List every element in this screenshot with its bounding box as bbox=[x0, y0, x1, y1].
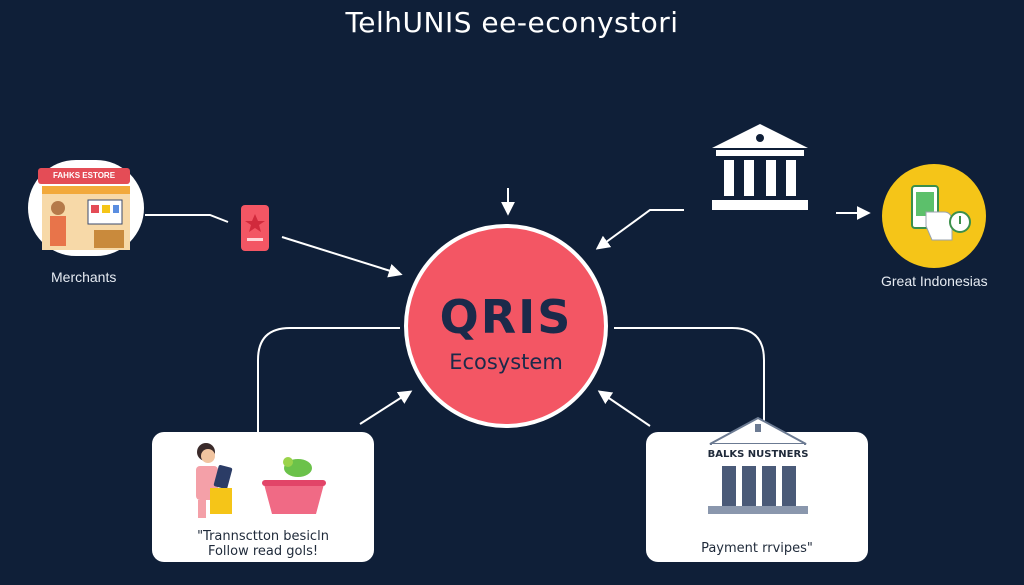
consumer-text-line1: "Trannsctton besicln bbox=[197, 529, 329, 544]
banks-card-header: BALKS NUSTNERS bbox=[707, 449, 809, 460]
indonesia-circle bbox=[882, 164, 986, 268]
banks-to-hub-arrow bbox=[597, 390, 651, 427]
phone-to-hub-arrow bbox=[281, 236, 403, 278]
mobile-payment-icon bbox=[911, 185, 971, 241]
left-loop-connector bbox=[257, 327, 400, 432]
bank-icon bbox=[712, 124, 808, 210]
right-loop-connector bbox=[614, 327, 765, 432]
store-icon bbox=[42, 186, 130, 250]
basket-icon bbox=[262, 457, 326, 514]
phone-icon bbox=[241, 205, 269, 251]
diagram-title: TelhUNIS ee-econystori bbox=[345, 6, 679, 39]
consumer-to-hub-arrow bbox=[359, 390, 413, 425]
banks-card: Payment rrvipes" bbox=[646, 416, 868, 562]
consumer-text-line2: Follow read gols! bbox=[207, 544, 319, 559]
consumer-card: "Trannsctton besicln Follow read gols! bbox=[152, 432, 374, 562]
shopper-icon bbox=[196, 443, 233, 518]
qris-hub: QRIS Ecosystem bbox=[404, 224, 608, 428]
hub-title: QRIS bbox=[439, 290, 573, 344]
banks-card-label: Payment rrvipes" bbox=[701, 541, 813, 556]
store-sign: FAHKS ESTORE bbox=[38, 168, 130, 184]
bank-to-hub-arrow bbox=[595, 209, 684, 250]
bank-building-icon bbox=[708, 416, 808, 514]
indonesia-label: Great Indonesias bbox=[881, 273, 988, 289]
merchants-label: Merchants bbox=[51, 269, 117, 285]
hub-subtitle: Ecosystem bbox=[449, 350, 563, 374]
merchant-connector bbox=[145, 214, 229, 223]
